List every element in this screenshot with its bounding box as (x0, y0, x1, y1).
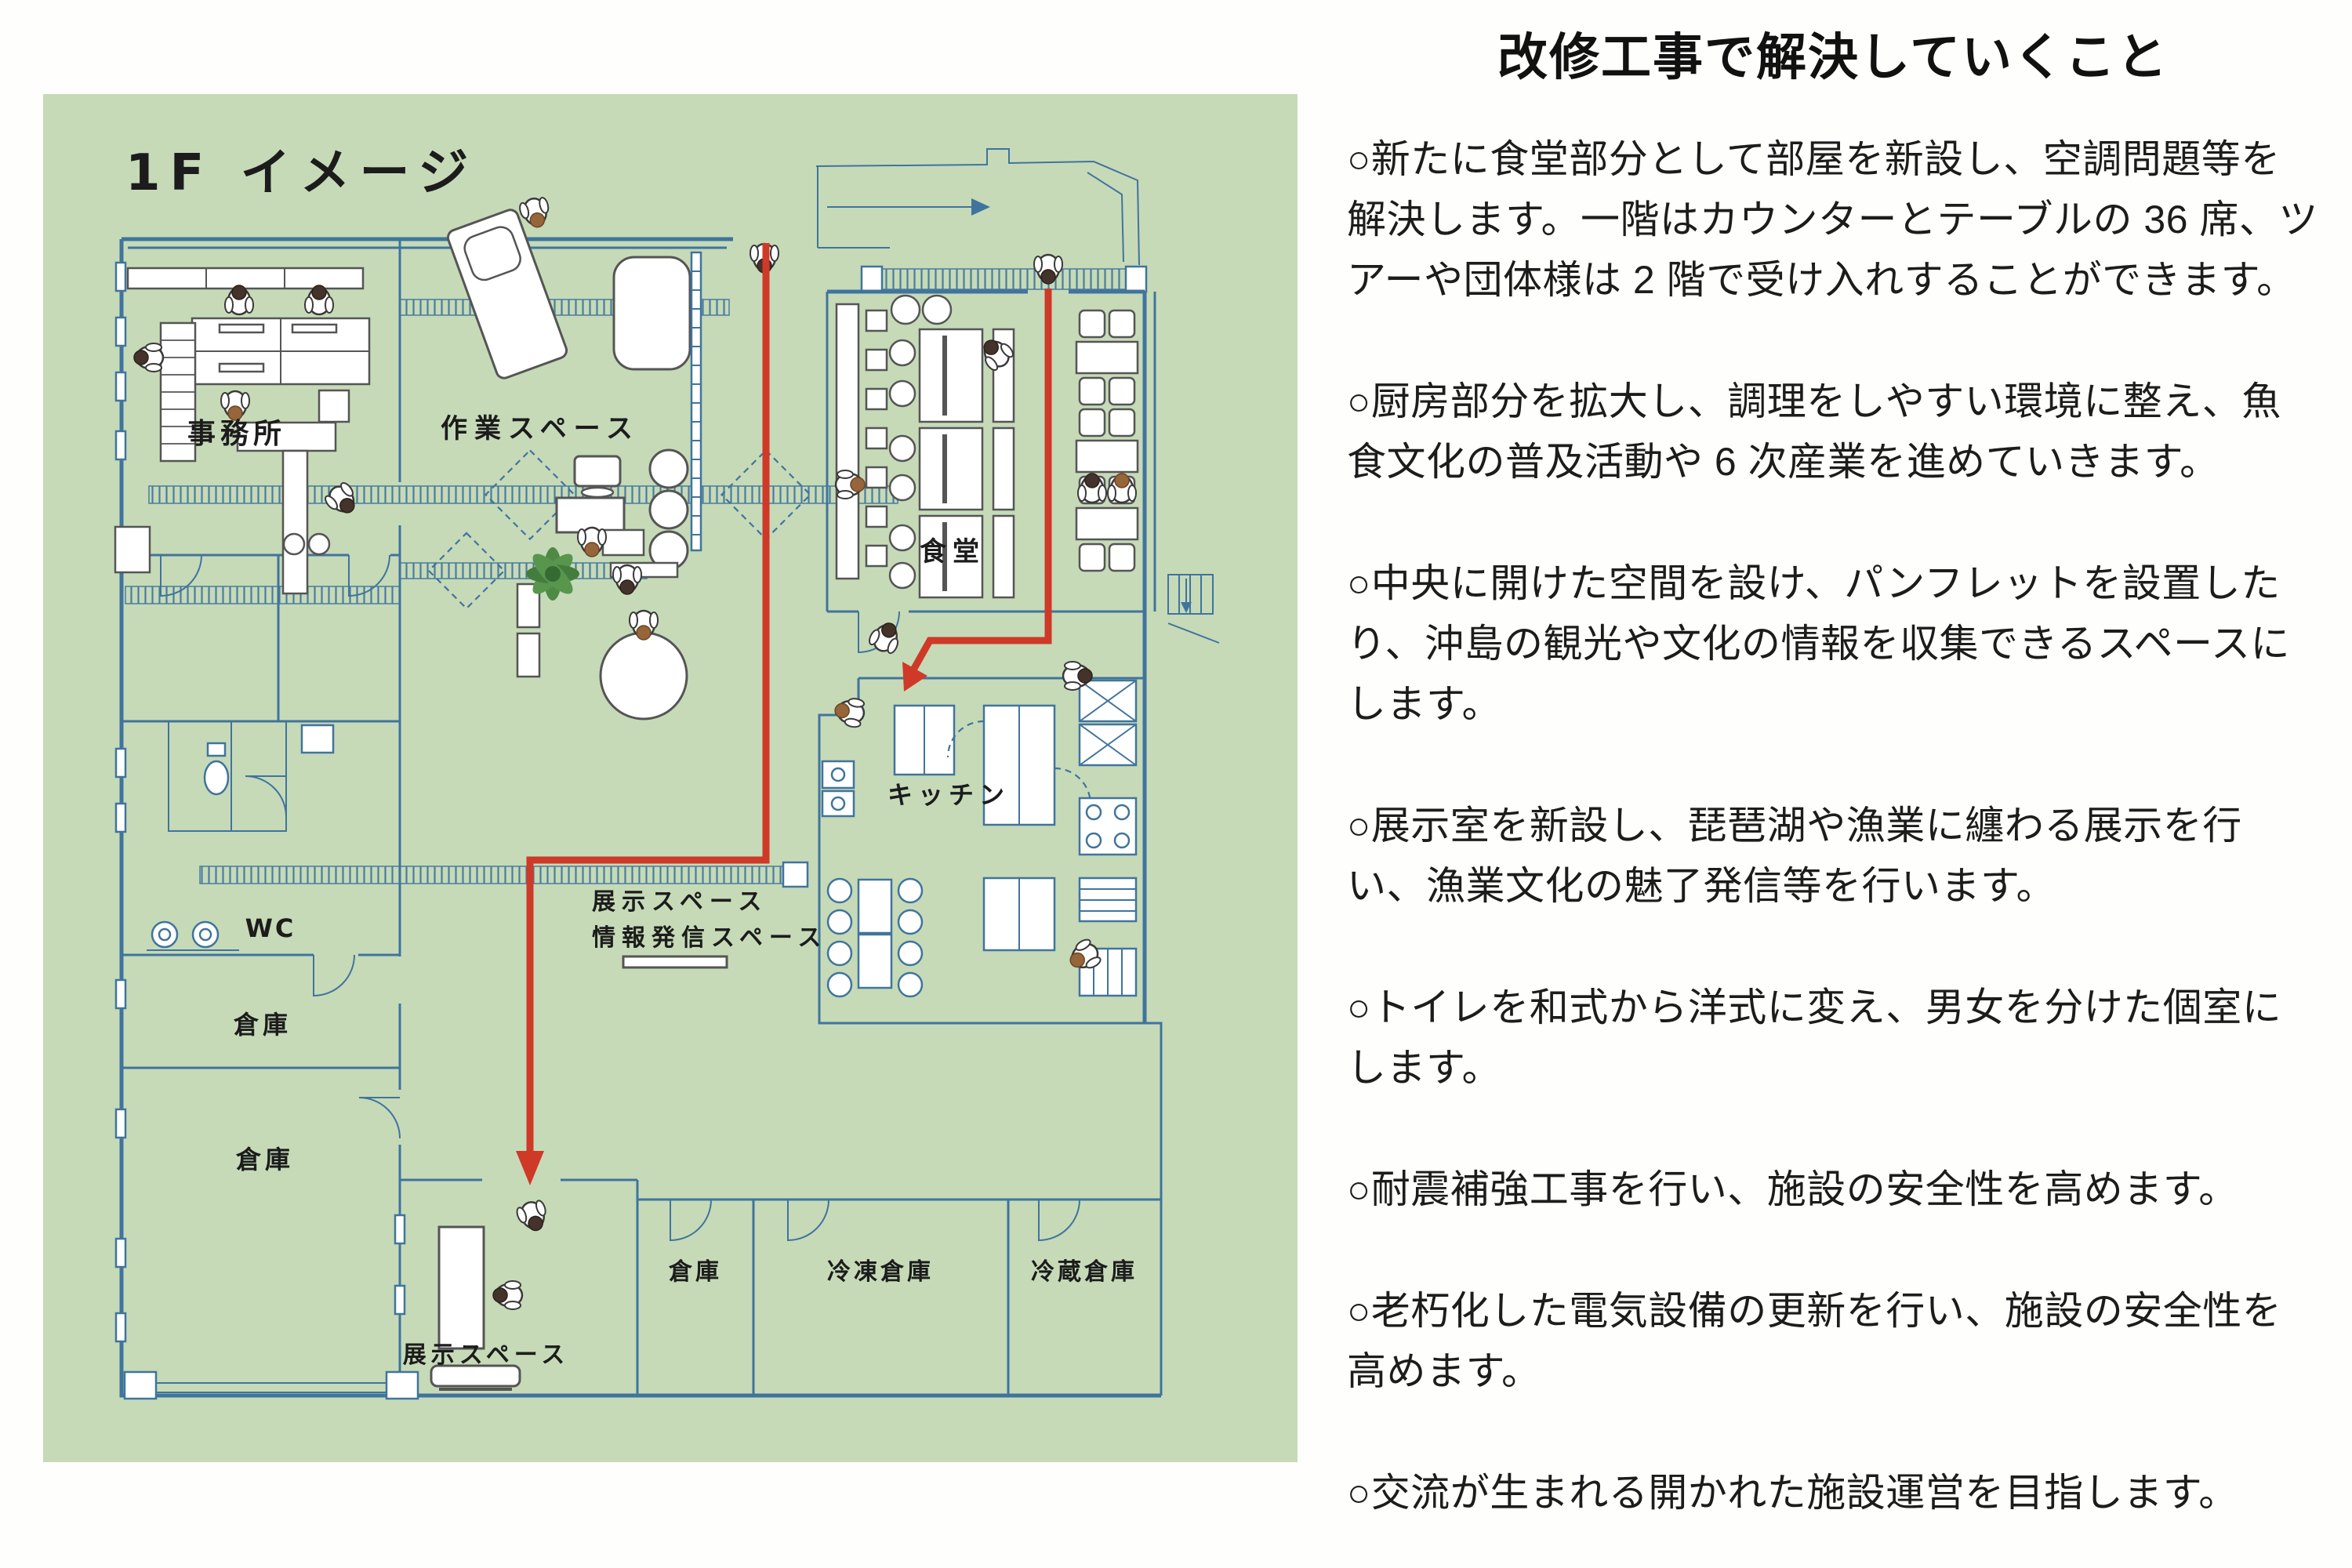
room-label-work-space: 作業スペース (441, 413, 640, 445)
floor-plan-drawing: 1F イメージ (114, 144, 1220, 1400)
panel-title: 改修工事で解決していくこと (1497, 29, 2169, 85)
room-label-office: 事務所 (187, 418, 286, 450)
exterior-stair (1167, 574, 1220, 644)
visitor-route-main (526, 243, 770, 1154)
visitor-route-dining (909, 289, 1052, 675)
room-label-refrigerator: 冷蔵倉庫 (1031, 1258, 1138, 1286)
dining-furniture (835, 294, 1139, 599)
room-label-freezer: 冷凍倉庫 (827, 1258, 934, 1286)
bullet-item-7: ○老朽化した電気設備の更新を行い、施設の安全性を高めます。 (1347, 1289, 2282, 1393)
visitor-routes (516, 243, 1052, 1185)
plant (526, 547, 579, 601)
room-label-storage-1: 倉庫 (233, 1010, 292, 1040)
room-label-storage-2: 倉庫 (235, 1145, 294, 1174)
room-label-exhibit-room: 展示スペース (403, 1341, 569, 1369)
bullet-item-4: ○展示室を新設し、琵琶湖や漁業に纏わる展示を行い、漁業文化の魅了発信等を行います… (1347, 804, 2242, 908)
exhibit-room-fixtures (430, 955, 728, 1391)
room-label-info-space: 情報発信スペース (592, 924, 827, 952)
bullet-item-6: ○耐震補強工事を行い、施設の安全性を高めます。 (1347, 1167, 2238, 1211)
kitchen-furniture (821, 679, 1138, 998)
bullet-item-5: ○トイレを和式から洋式に変え、男女を分けた個室にします。 (1347, 985, 2282, 1090)
room-label-exhibit-space: 展示スペース (592, 888, 768, 916)
work-space-furniture (446, 209, 702, 720)
entry-arrow-icon (971, 198, 990, 216)
bullet-item-2: ○厨房部分を拡大し、調理をしやすい環境に整え、魚食文化の普及活動や 6 次産業を… (1347, 379, 2281, 484)
bullet-item-3: ○中央に開けた空間を設け、パンフレットを設置したり、沖島の観光や文化の情報を収集… (1347, 561, 2290, 726)
room-label-kitchen: キッチン (887, 780, 1010, 810)
window-ticks (114, 261, 406, 1343)
building-walls (114, 148, 1220, 1400)
renovation-panel: 改修工事で解決していくこと ○新たに食堂部分として部屋を新設し、空調問題等を解決… (1347, 28, 2319, 1568)
room-label-wc: WC (245, 913, 296, 943)
wc-fixtures (147, 724, 335, 951)
stair-down-arrow-icon (1181, 602, 1192, 613)
office-furniture (114, 267, 371, 595)
floor-plan-panel: 1F イメージ (43, 94, 1298, 1462)
bullet-item-8: ○交流が生まれる開かれた施設運営を目指します。 (1347, 1471, 2238, 1515)
door-swings (160, 554, 1080, 1242)
room-labels: 事務所 作業スペース 食堂 キッチン WC 倉庫 倉庫 展示スペース 情報発信ス… (187, 413, 1138, 1369)
plan-title: 1F イメージ (125, 144, 477, 202)
route-arrow-down-icon (516, 1151, 544, 1185)
room-label-storage-3: 倉庫 (668, 1258, 722, 1286)
route-arrow-downleft-icon (902, 662, 927, 691)
bullet-item-1: ○新たに食堂部分として部屋を新設し、空調問題等を解決します。一階はカウンターとテ… (1347, 137, 2318, 302)
room-label-dining: 食堂 (920, 536, 985, 568)
